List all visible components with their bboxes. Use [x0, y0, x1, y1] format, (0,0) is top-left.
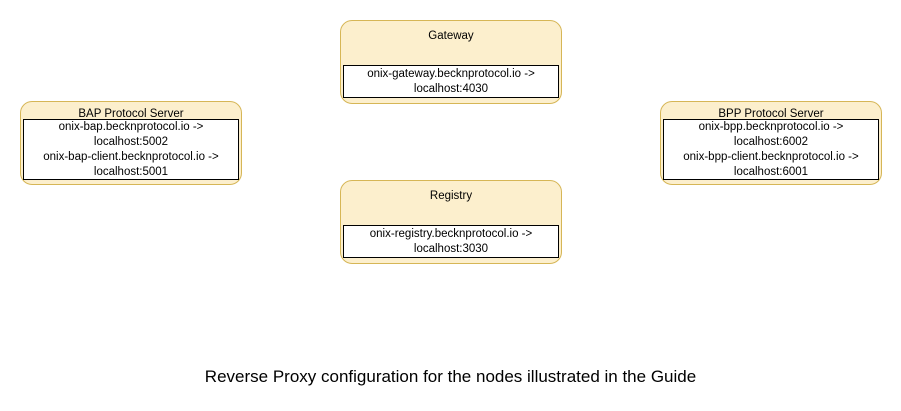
diagram-caption: Reverse Proxy configuration for the node…	[204, 367, 697, 386]
node-bap-protocol-server-panel[interactable]: onix-bap.becknprotocol.io -> localhost:5…	[23, 119, 239, 180]
node-bap-mapping-line: onix-bap.becknprotocol.io ->	[58, 120, 204, 133]
node-bpp-mapping-line: localhost:6001	[733, 165, 809, 178]
node-gateway-mapping-line: localhost:4030	[413, 82, 489, 95]
node-registry-panel[interactable]: onix-registry.becknprotocol.io -> localh…	[343, 225, 559, 258]
node-bpp-mapping-line: onix-bpp.becknprotocol.io ->	[698, 120, 844, 133]
node-registry-mapping-line: localhost:3030	[413, 242, 489, 255]
node-bpp-protocol-server-title: BPP Protocol Server	[718, 108, 824, 120]
node-registry-mapping-line: onix-registry.becknprotocol.io ->	[369, 227, 533, 240]
node-bpp-protocol-server-panel[interactable]: onix-bpp.becknprotocol.io -> localhost:6…	[663, 119, 879, 180]
node-gateway-panel[interactable]: onix-gateway.becknprotocol.io -> localho…	[343, 65, 559, 98]
node-bap-mapping-line: onix-bap-client.becknprotocol.io ->	[43, 150, 219, 163]
node-bpp-mapping-line: onix-bpp-client.becknprotocol.io ->	[683, 150, 859, 163]
node-gateway-title: Gateway	[428, 30, 474, 42]
node-bap-mapping-line: localhost:5001	[93, 165, 169, 178]
node-bap-protocol-server-title: BAP Protocol Server	[78, 108, 184, 120]
node-bpp-mapping-line: localhost:6002	[733, 135, 809, 148]
node-registry-title: Registry	[429, 190, 473, 202]
node-gateway-mapping-line: onix-gateway.becknprotocol.io ->	[367, 67, 535, 80]
node-bap-mapping-line: localhost:5002	[93, 135, 169, 148]
